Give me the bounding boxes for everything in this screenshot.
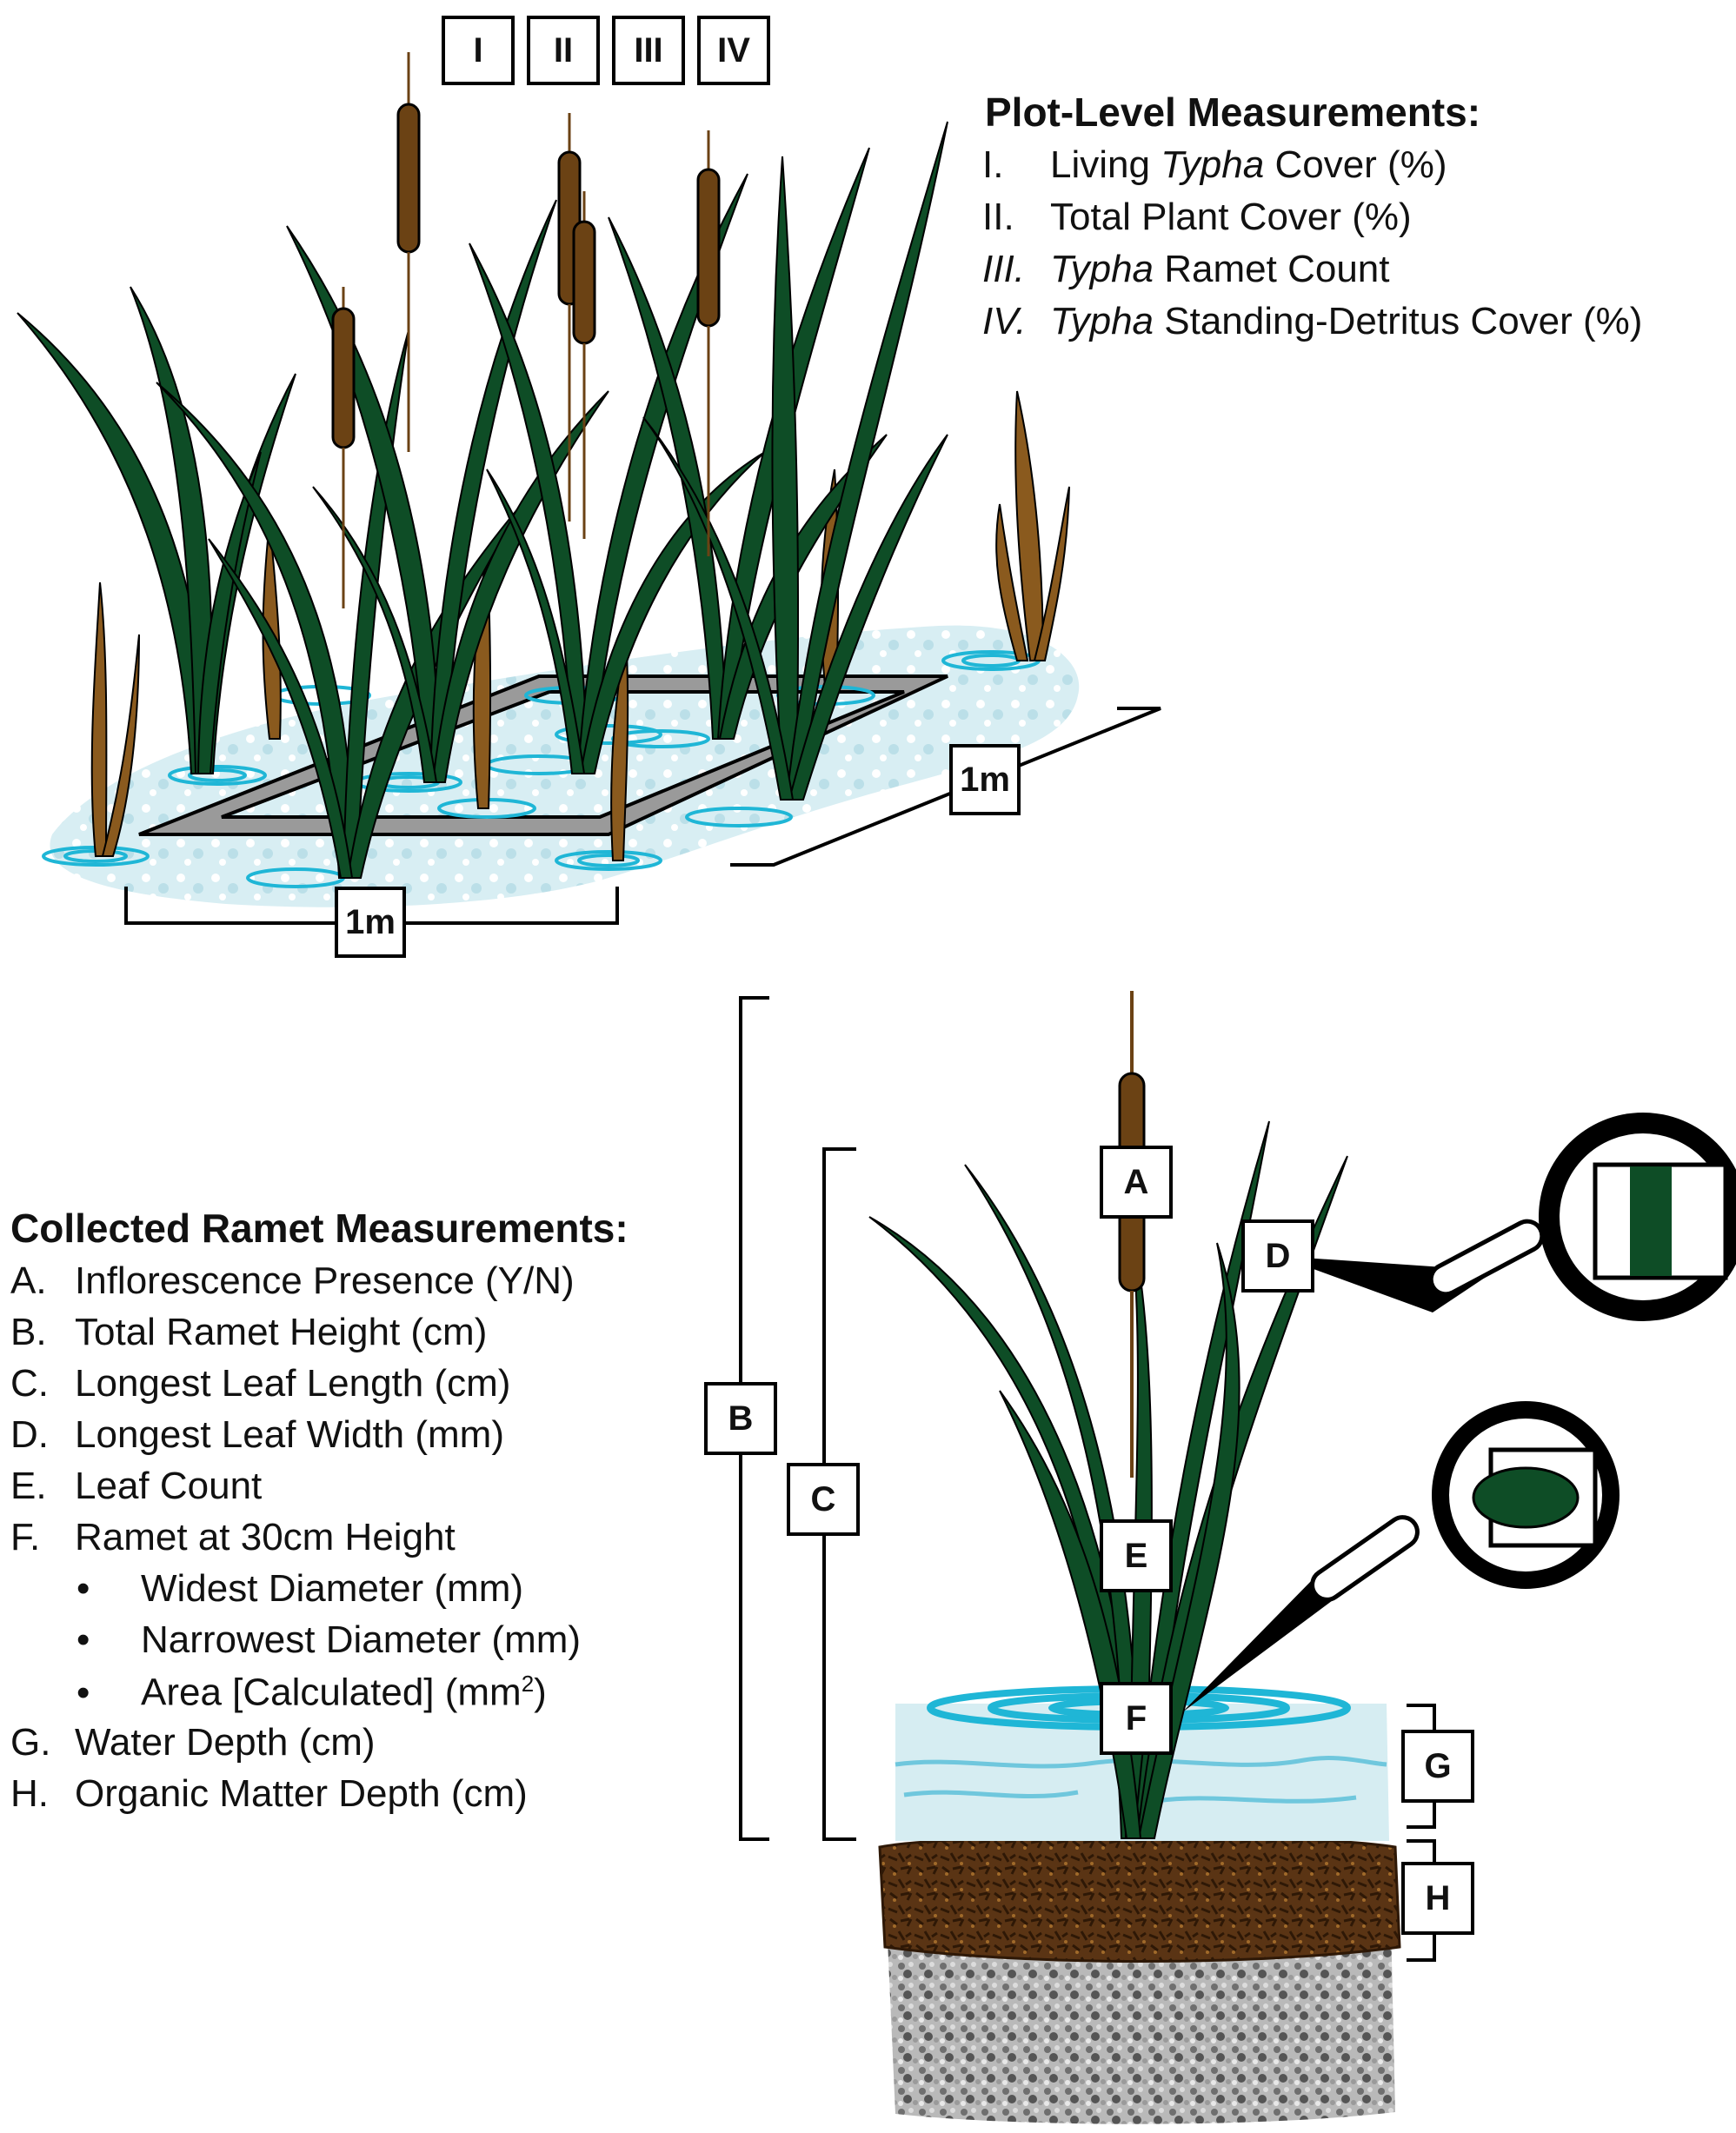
bullet: • [76,1618,90,1661]
depth-dimension-label: 1m [949,744,1021,815]
ramet-item-letter: C. [10,1362,49,1405]
plot-item-text: Standing-Detritus Cover (%) [1154,300,1643,342]
label-h: H [1401,1862,1474,1935]
ramet-item-letter: D. [10,1413,49,1456]
ramet-item-text: Leaf Count [75,1465,263,1507]
ramet-item-letter: G. [10,1721,51,1764]
plot-item-text: Living [1050,143,1161,186]
ramet-item-letter: F. [10,1516,41,1558]
plot-item-number: II. [982,196,1014,238]
soil-layer [878,1834,1401,1963]
label-a: A [1100,1146,1173,1219]
ramet-item-c: C. Longest Leaf Length (cm) [10,1365,510,1403]
ramet-item-letter: A. [10,1259,47,1302]
width-dimension-label: 1m [335,887,406,958]
label-b: B [704,1382,777,1455]
bullet: • [76,1567,90,1610]
ramet-scene [739,991,1736,2124]
label-e: E [1100,1519,1173,1592]
plot-item-number: I. [982,143,1004,186]
ramet-item-letter: B. [10,1311,47,1353]
typha-clumps [17,121,948,879]
superscript: 2 [521,1671,535,1697]
plot-label-iii: III [612,16,685,85]
plot-item-italic: Typha [1050,300,1154,342]
ramet-item-e: E. Leaf Count [10,1467,262,1505]
plot-label-ii: II [527,16,600,85]
ramet-subitem-text: Narrowest Diameter (mm) [141,1618,582,1661]
ramet-item-text: Inflorescence Presence (Y/N) [75,1259,575,1302]
ramet-item-text: Ramet at 30cm Height [75,1516,456,1558]
plot-label-iv: IV [697,16,770,85]
ramet-subitem-text: Area [Calculated] (mm [141,1671,522,1714]
plot-item-italic: Typha [1050,248,1154,290]
ramet-item-g: G. Water Depth (cm) [10,1724,376,1762]
ramet-item-h: H. Organic Matter Depth (cm) [10,1775,528,1813]
label-d: D [1241,1219,1314,1292]
ramet-item-text: Total Ramet Height (cm) [75,1311,488,1353]
bullet: • [76,1671,90,1714]
magnifier-leaf-width [1278,1113,1736,1321]
ramet-item-text: Water Depth (cm) [75,1721,376,1764]
ramet-item-b: B. Total Ramet Height (cm) [10,1313,487,1352]
ramet-subitem-widest: • Widest Diameter (mm) [76,1570,523,1608]
ramet-item-letter: E. [10,1465,47,1507]
plot-heading: Plot-Level Measurements: [985,90,1481,135]
ramet-item-letter: H. [10,1772,49,1815]
plot-item-italic: Typha [1161,143,1265,186]
plot-item-iii: III. Typha Ramet Count [982,250,1390,289]
ramet-heading: Collected Ramet Measurements: [10,1206,629,1251]
plot-label-i: I [442,16,515,85]
gravel-layer [887,1921,1395,2124]
plot-item-text: Cover (%) [1264,143,1447,186]
ramet-subitem-text: Widest Diameter (mm) [141,1567,524,1610]
ramet-item-f: F. Ramet at 30cm Height [10,1518,456,1557]
plot-item-number: III. [982,248,1025,290]
ramet-item-text: Organic Matter Depth (cm) [75,1772,528,1815]
ramet-item-text: Longest Leaf Length (cm) [75,1362,511,1405]
ramet-subitem-area: • Area [Calculated] (mm2) [76,1672,547,1712]
ramet-subitem-text: ) [534,1671,547,1714]
label-g: G [1401,1730,1474,1803]
ramet-item-text: Longest Leaf Width (mm) [75,1413,504,1456]
ramet-item-a: A. Inflorescence Presence (Y/N) [10,1262,575,1300]
label-f: F [1100,1682,1173,1755]
plot-item-text: Ramet Count [1154,248,1390,290]
plot-scene [17,52,1161,925]
ramet-subitem-narrowest: • Narrowest Diameter (mm) [76,1621,581,1659]
plot-item-text: Total Plant Cover (%) [1050,196,1412,238]
plot-item-iv: IV. Typha Standing-Detritus Cover (%) [982,302,1642,341]
plot-item-ii: II. Total Plant Cover (%) [982,198,1412,236]
plot-item-i: I. Living Typha Cover (%) [982,146,1447,184]
label-c: C [787,1463,860,1536]
ramet-item-d: D. Longest Leaf Width (mm) [10,1416,504,1454]
plot-item-number: IV. [982,300,1027,342]
cattail-heads [331,52,721,608]
magnifier-cross-section [1182,1401,1620,1712]
standing-detritus [90,390,1070,861]
